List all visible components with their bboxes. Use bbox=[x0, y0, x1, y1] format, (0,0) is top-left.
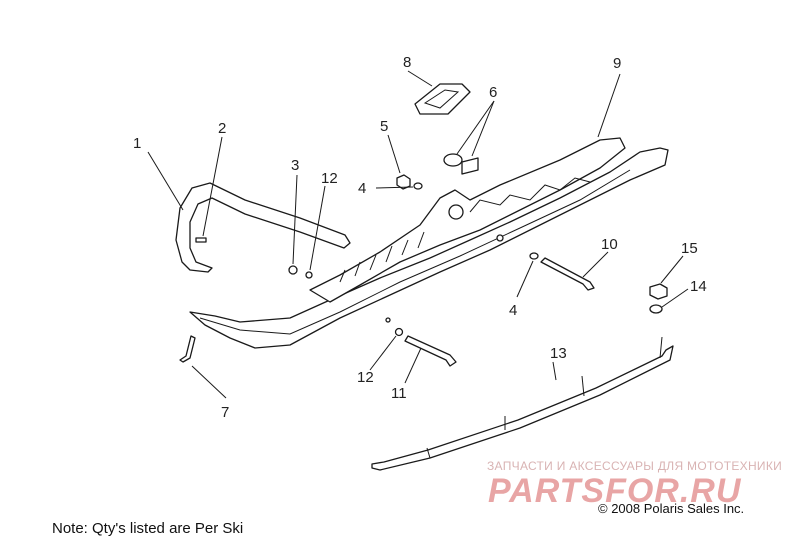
bushing-6-a bbox=[443, 153, 463, 167]
callout-6: 6 bbox=[489, 84, 497, 101]
washer-4-lower bbox=[529, 252, 539, 260]
callout-9: 9 bbox=[613, 55, 621, 72]
nut-15 bbox=[649, 283, 668, 300]
callout-13: 13 bbox=[550, 345, 567, 362]
watermark-tagline: ЗАПЧАСТИ И АКСЕССУАРЫ ДЛЯ МОТОТЕХНИКИ bbox=[487, 459, 783, 473]
callout-8: 8 bbox=[403, 54, 411, 71]
callout-12-lower: 12 bbox=[357, 369, 374, 386]
callout-4-upper: 4 bbox=[358, 180, 366, 197]
callout-7: 7 bbox=[221, 404, 229, 421]
copyright-text: © 2008 Polaris Sales Inc. bbox=[598, 501, 745, 516]
ski-handle bbox=[175, 182, 351, 273]
washer-14 bbox=[649, 304, 663, 314]
nut-3 bbox=[288, 265, 298, 275]
callout-2: 2 bbox=[218, 120, 226, 137]
callout-12-upper: 12 bbox=[321, 170, 338, 187]
qty-note: Note: Qty's listed are Per Ski bbox=[52, 520, 244, 537]
watermark-logo: PARTSFOR.RU bbox=[488, 472, 742, 510]
washer-12-lower bbox=[394, 327, 404, 337]
bushing-6-b bbox=[461, 157, 479, 175]
callout-15: 15 bbox=[681, 240, 698, 257]
washer-12-upper bbox=[305, 271, 313, 279]
callout-3: 3 bbox=[291, 157, 299, 174]
wear-bar-13 bbox=[371, 336, 674, 471]
pad-8 bbox=[414, 83, 471, 115]
callout-5: 5 bbox=[380, 118, 388, 135]
nut-5 bbox=[396, 174, 411, 190]
callout-1: 1 bbox=[133, 135, 141, 152]
bolt-10 bbox=[540, 257, 595, 291]
ski-body bbox=[189, 137, 669, 349]
handle-pin bbox=[195, 237, 207, 243]
callout-10: 10 bbox=[601, 236, 618, 253]
washer-4-upper bbox=[413, 182, 423, 190]
callout-11: 11 bbox=[391, 385, 407, 402]
bolt-7 bbox=[179, 335, 196, 363]
leader-lines bbox=[147, 70, 689, 399]
callout-4-lower: 4 bbox=[509, 302, 517, 319]
callout-14: 14 bbox=[690, 278, 707, 295]
bolt-11 bbox=[404, 335, 457, 367]
